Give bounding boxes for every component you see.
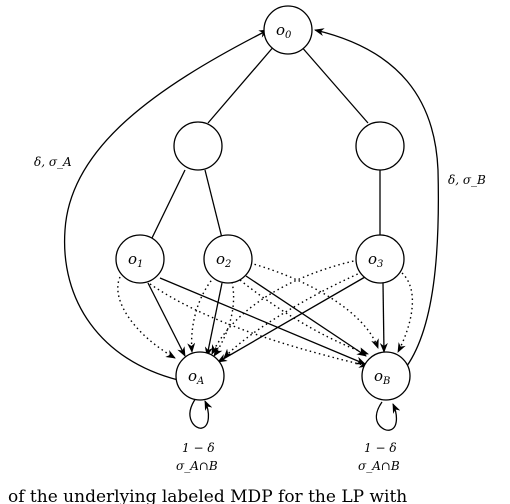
edge-o2-oA [204, 282, 223, 357]
label-self-loop-A-prob: 1 − δ [182, 441, 215, 455]
dotted-o1-oB [149, 283, 369, 368]
node-oA [175, 351, 225, 401]
node-o3 [355, 234, 405, 284]
dotted-o3-oA-lower [223, 271, 363, 359]
dotted-o3-oA-upper [211, 259, 359, 355]
edge-o0-right [299, 44, 369, 124]
edge-o2-oB [245, 275, 367, 357]
label-o1: o1 [128, 250, 143, 270]
label-oA: oA [188, 367, 204, 387]
edge-left-o1 [151, 169, 186, 239]
label-oB: oB [374, 367, 390, 387]
label-self-loop-A-sigma: σ_A∩B [176, 459, 218, 473]
label-o0: o0 [276, 21, 292, 41]
edge-o1-oB [159, 277, 366, 365]
edge-o1-oA [147, 282, 186, 357]
dotted-o2-oB-lower [239, 279, 369, 356]
node-o1 [115, 234, 165, 284]
dotted-o2-oB-upper [249, 262, 379, 349]
figure-caption: of the underlying labeled MDP for the LP… [8, 487, 407, 504]
dotted-o1-oA [117, 276, 176, 359]
label-left-loop: δ, σ_A [34, 155, 72, 169]
label-self-loop-B-sigma: σ_A∩B [358, 459, 400, 473]
edge-oA-o0 [63, 29, 269, 381]
node-right-intermediate [355, 121, 405, 171]
node-o2 [203, 234, 253, 284]
edge-oB-o0 [314, 28, 440, 371]
self-loop-oB [375, 401, 401, 431]
label-o3: o3 [368, 250, 383, 270]
edge-o0-left [207, 44, 276, 124]
self-loop-oA [189, 397, 213, 429]
dotted-o2-oA-left [187, 276, 215, 353]
edge-o3-oB [379, 282, 388, 353]
edge-o3-oA [217, 276, 366, 363]
node-left-intermediate [173, 121, 223, 171]
node-oB [361, 351, 411, 401]
label-right-loop: δ, σ_B [448, 173, 486, 187]
label-o2: o2 [216, 250, 231, 270]
edge-left-o2 [204, 169, 223, 239]
dotted-o3-oB [397, 272, 414, 353]
node-o0 [263, 5, 313, 55]
label-self-loop-B-prob: 1 − δ [364, 441, 397, 455]
